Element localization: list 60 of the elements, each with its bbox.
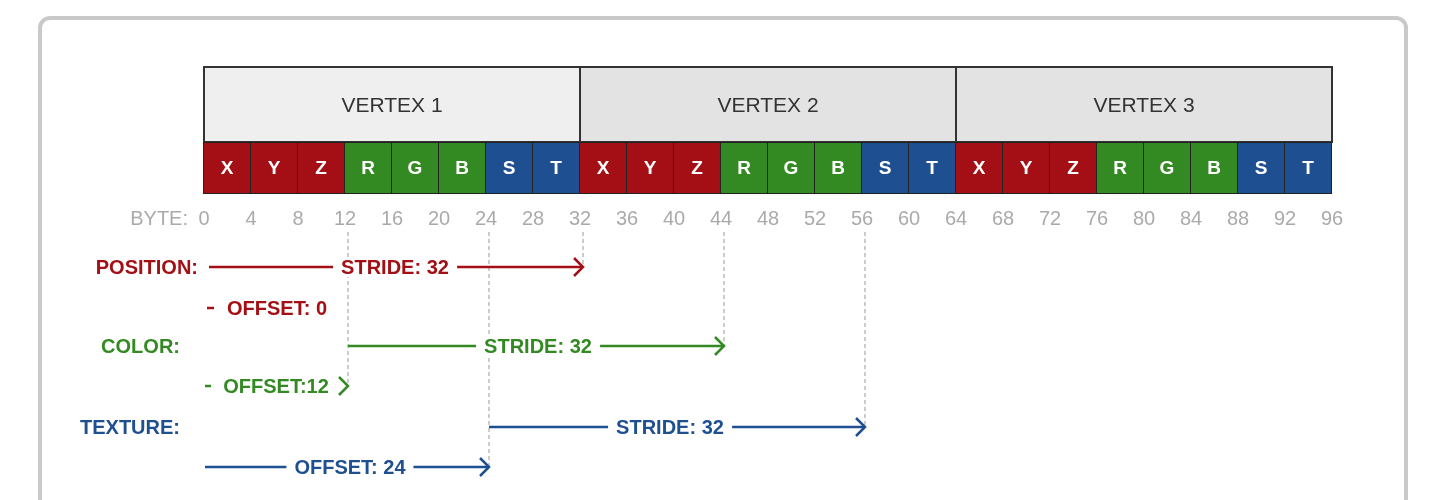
field-cell: T xyxy=(908,142,956,194)
field-cell: Z xyxy=(673,142,721,194)
dimension-label: STRIDE: 32 xyxy=(608,417,732,437)
byte-offset: 28 xyxy=(520,206,546,231)
dimension-label: STRIDE: 32 xyxy=(333,257,457,277)
field-cell: B xyxy=(1190,142,1238,194)
field-cell: Z xyxy=(1049,142,1097,194)
field-cell: G xyxy=(767,142,815,194)
field-cell: Z xyxy=(297,142,345,194)
field-cell: X xyxy=(579,142,627,194)
field-cell: Y xyxy=(250,142,298,194)
field-cell: G xyxy=(391,142,439,194)
attribute-label: COLOR: xyxy=(100,336,180,356)
byte-offset: 96 xyxy=(1319,206,1345,231)
byte-offset: 68 xyxy=(990,206,1016,231)
field-cell: R xyxy=(720,142,768,194)
field-cell: T xyxy=(532,142,580,194)
field-cell: B xyxy=(814,142,862,194)
vertex-header: VERTEX 1 xyxy=(203,66,581,143)
field-cell: R xyxy=(1096,142,1144,194)
byte-offset: 80 xyxy=(1131,206,1157,231)
byte-offset: 72 xyxy=(1037,206,1063,231)
vertex-header: VERTEX 3 xyxy=(955,66,1333,143)
byte-offset: 16 xyxy=(379,206,405,231)
dimension-label: OFFSET: 24 xyxy=(286,457,414,477)
field-cell: T xyxy=(1284,142,1332,194)
byte-offset: 0 xyxy=(197,206,211,231)
byte-offset: 56 xyxy=(849,206,875,231)
byte-offset: 12 xyxy=(332,206,358,231)
byte-offset: 4 xyxy=(244,206,258,231)
dimension-label: STRIDE: 32 xyxy=(476,336,600,356)
byte-offset: 52 xyxy=(802,206,828,231)
vertex-header: VERTEX 2 xyxy=(579,66,957,143)
field-cell: X xyxy=(203,142,251,194)
field-cell: G xyxy=(1143,142,1191,194)
byte-offset: 24 xyxy=(473,206,499,231)
byte-offset: 60 xyxy=(896,206,922,231)
byte-offset: 20 xyxy=(426,206,452,231)
byte-offset: 64 xyxy=(943,206,969,231)
field-cell: S xyxy=(485,142,533,194)
field-cell: Y xyxy=(1002,142,1050,194)
field-cell: S xyxy=(861,142,909,194)
byte-offset: 88 xyxy=(1225,206,1251,231)
byte-offset: 92 xyxy=(1272,206,1298,231)
byte-offset: 8 xyxy=(291,206,305,231)
attribute-label: POSITION: xyxy=(94,257,198,277)
field-cell: B xyxy=(438,142,486,194)
byte-offset: 76 xyxy=(1084,206,1110,231)
byte-offset: 32 xyxy=(567,206,593,231)
byte-offset: 40 xyxy=(661,206,687,231)
attribute-label: TEXTURE: xyxy=(79,417,180,437)
axis-label: BYTE: xyxy=(129,206,188,231)
byte-offset: 84 xyxy=(1178,206,1204,231)
byte-offset: 48 xyxy=(755,206,781,231)
field-cell: Y xyxy=(626,142,674,194)
byte-offset: 36 xyxy=(614,206,640,231)
field-cell: S xyxy=(1237,142,1285,194)
byte-offset: 44 xyxy=(708,206,734,231)
field-cell: X xyxy=(955,142,1003,194)
field-cell: R xyxy=(344,142,392,194)
